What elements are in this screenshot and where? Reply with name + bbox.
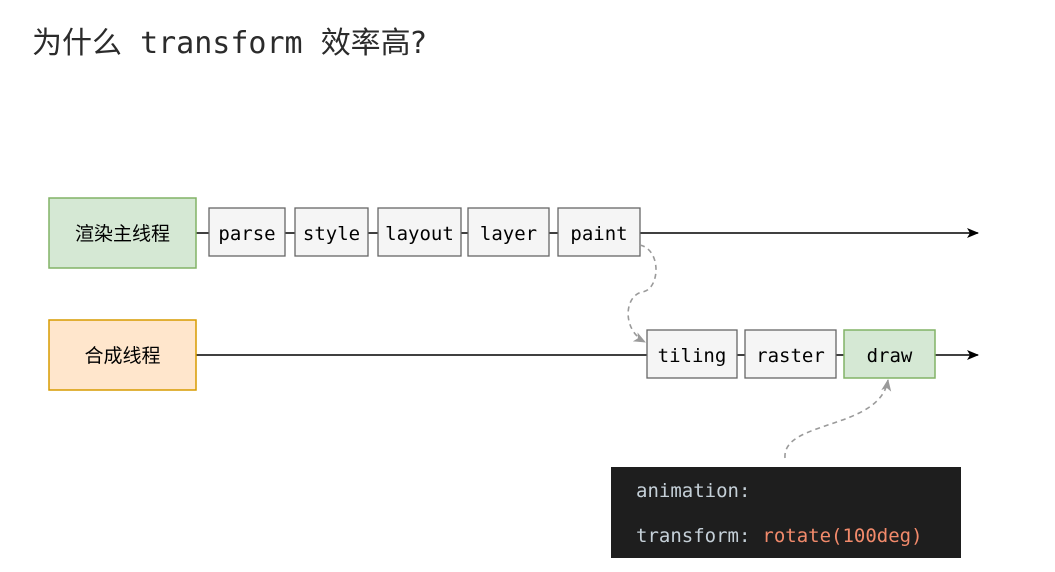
step-tiling-label: tiling <box>658 345 727 367</box>
step-layer: layer <box>467 207 550 257</box>
code-block: animation: transform: rotate(100deg) <box>611 467 961 558</box>
page-title: 为什么 transform 效率高? <box>32 18 427 62</box>
step-parse: parse <box>208 207 286 257</box>
paint-to-tiling-arrow <box>627 244 657 343</box>
code-to-draw-arrow <box>784 379 892 459</box>
step-layer-label: layer <box>480 223 537 245</box>
title-prefix: 为什么 <box>32 26 122 61</box>
main-thread-label: 渲染主线程 <box>75 223 170 245</box>
title-suffix: 效率高? <box>320 26 427 61</box>
code-value-rotate: rotate(100deg) <box>762 525 922 547</box>
code-line-transform: transform: rotate(100deg) <box>636 525 923 547</box>
step-draw: draw <box>843 329 936 379</box>
step-layout-label: layout <box>385 223 454 245</box>
step-tiling: tiling <box>646 329 738 379</box>
step-raster-label: raster <box>756 345 825 367</box>
step-draw-label: draw <box>867 345 913 367</box>
title-code: transform <box>140 26 303 61</box>
code-line-animation: animation: <box>636 480 750 502</box>
main-thread-box: 渲染主线程 <box>48 197 197 269</box>
step-layout: layout <box>377 207 462 257</box>
code-key-transform: transform: <box>636 525 750 547</box>
step-style-label: style <box>303 223 360 245</box>
step-style: style <box>294 207 369 257</box>
compositor-thread-box: 合成线程 <box>48 319 197 391</box>
step-parse-label: parse <box>218 223 275 245</box>
step-paint: paint <box>557 207 641 257</box>
step-paint-label: paint <box>570 223 627 245</box>
compositor-thread-label: 合成线程 <box>84 345 160 367</box>
step-raster: raster <box>744 329 837 379</box>
